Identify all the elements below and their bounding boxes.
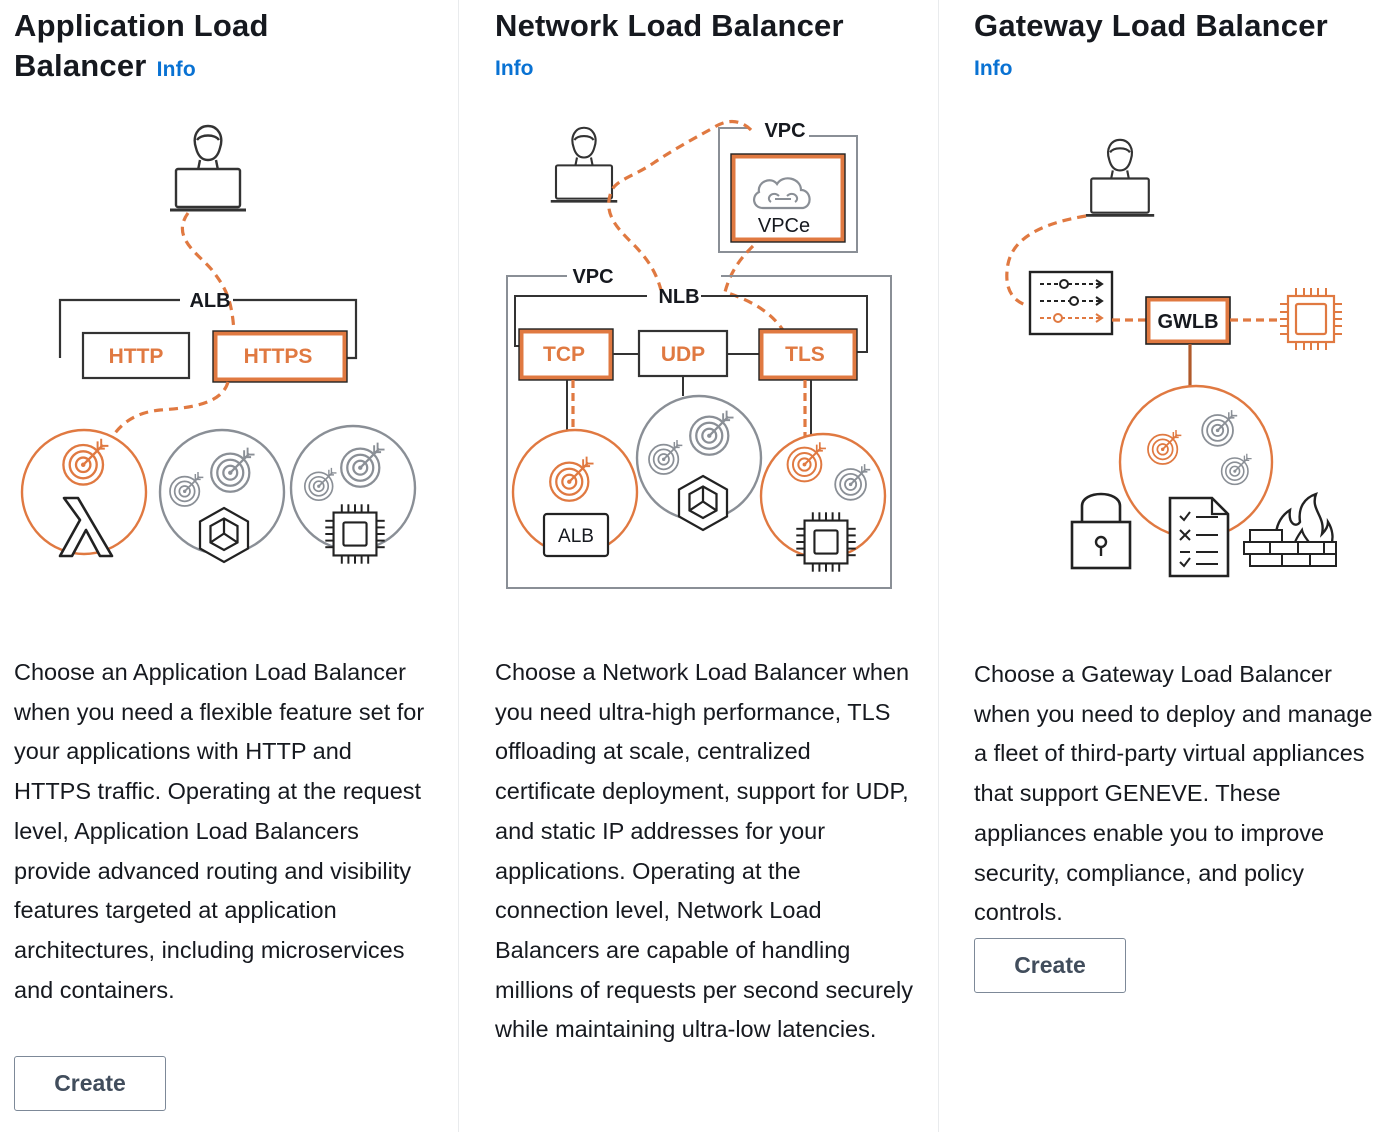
vpc-label: VPC — [764, 120, 805, 142]
cloud-icon — [753, 177, 811, 210]
nlb-diagram: VPC VPCe VPC NLB TCP UDP TLS — [506, 119, 892, 589]
alb-target — [542, 512, 610, 558]
tls-listener — [758, 328, 858, 381]
inner-vpc-label: VPC — [572, 266, 613, 288]
vpce-label: VPCe — [758, 215, 810, 237]
card-gateway-load-balancer: Gateway Load Balancer Info GWLB — [938, 0, 1380, 1132]
https-listener-label: HTTPS — [244, 345, 313, 368]
firewall-icon — [1243, 492, 1337, 567]
card-title-text: Application Load Balancer — [14, 8, 269, 83]
card-description: Choose a Gateway Load Balancer when you … — [974, 661, 1373, 926]
alb-diagram: ALB HTTP HTTPS — [20, 124, 417, 565]
alb-group-label: ALB — [189, 290, 230, 312]
card-description: Choose a Network Load Balancer when you … — [495, 659, 913, 1043]
gwlb-box — [1145, 296, 1231, 345]
user-icon — [168, 124, 248, 212]
alb-target-label: ALB — [558, 526, 594, 547]
info-link[interactable]: Info — [495, 57, 534, 80]
card-network-load-balancer: Network Load Balancer Info VPC VPCe VPC … — [458, 0, 939, 1132]
card-title: Gateway Load Balancer — [974, 8, 1328, 43]
tls-listener-label: TLS — [785, 343, 825, 366]
tcp-listener-label: TCP — [543, 343, 585, 366]
create-button[interactable]: Create — [14, 1056, 166, 1111]
gwlb-diagram: GWLB — [1005, 138, 1342, 578]
lock-icon — [1070, 492, 1132, 570]
gwlb-label: GWLB — [1157, 311, 1218, 333]
appliance-icon — [1028, 270, 1114, 336]
https-listener — [212, 330, 348, 383]
user-icon — [549, 126, 619, 203]
chip-icon — [795, 511, 857, 573]
card-description: Choose an Application Load Balancer when… — [14, 659, 425, 1003]
http-listener — [81, 331, 191, 380]
info-link[interactable]: Info — [974, 57, 1013, 80]
tcp-listener — [518, 328, 614, 381]
info-link[interactable]: Info — [156, 58, 196, 81]
chip-icon — [324, 503, 386, 565]
chip-icon — [1280, 288, 1342, 350]
vpc-endpoint — [730, 153, 846, 243]
http-listener-label: HTTP — [109, 345, 164, 368]
nlb-group-label: NLB — [658, 286, 699, 308]
user-icon — [1084, 138, 1156, 217]
card-title: Network Load Balancer — [495, 8, 844, 43]
lambda-icon — [58, 496, 114, 558]
checklist-icon — [1168, 496, 1230, 578]
udp-listener-label: UDP — [661, 343, 705, 366]
create-button[interactable]: Create — [974, 938, 1126, 993]
